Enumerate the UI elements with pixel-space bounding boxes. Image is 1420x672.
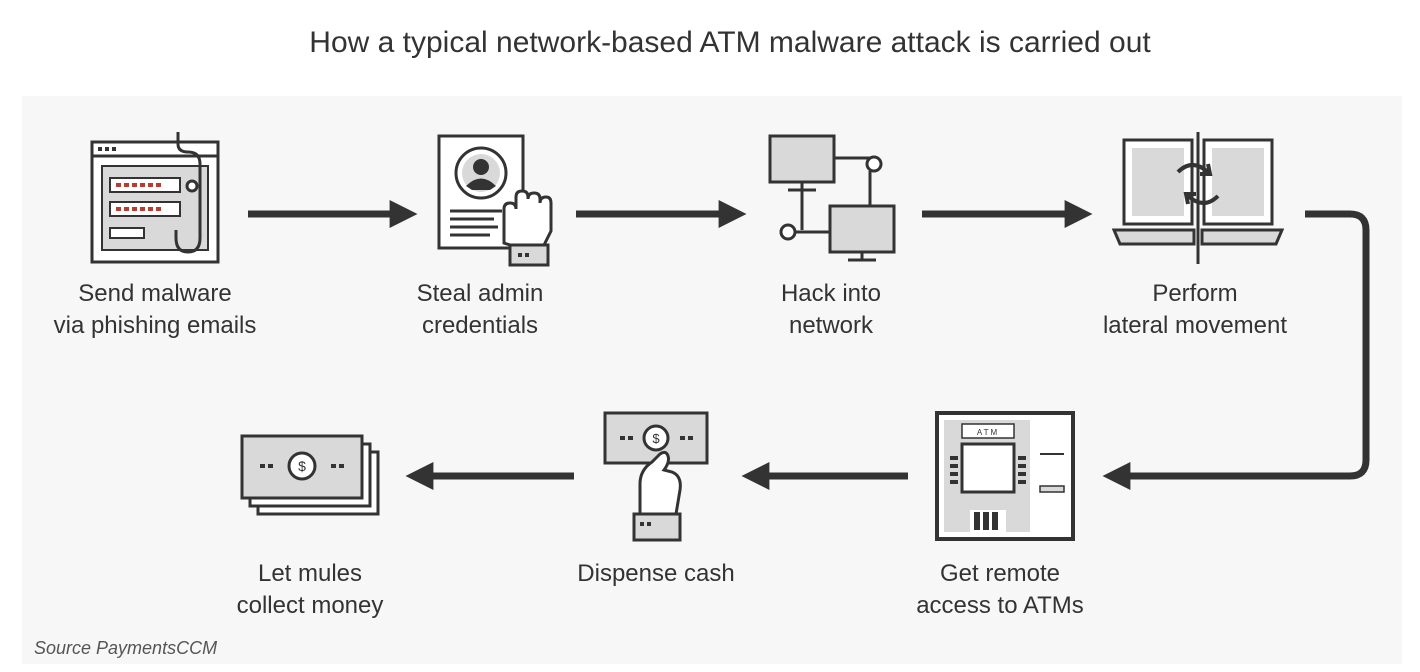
step-3-label-line-2: network [788, 312, 874, 339]
dispense-cash-icon: $ [603, 411, 709, 542]
step-4-label: Perform lateral movement [1075, 278, 1315, 342]
step-4-label-line-1: Perform [1152, 280, 1238, 307]
step-1-label-line-2: via phishing emails [53, 312, 257, 339]
step-1-label: Send malware via phishing emails [35, 278, 275, 342]
arrow-4-to-5 [1102, 210, 1370, 490]
step-7-label: Let mules collect money [200, 558, 420, 622]
step-7-label-line-2: collect money [236, 592, 384, 619]
step-5-label-line-2: access to ATMs [916, 592, 1084, 619]
lateral-movement-icon [1112, 132, 1284, 264]
step-3-label: Hack into network [731, 278, 931, 342]
step-2-label-line-2: credentials [421, 312, 539, 339]
step-2-label-line-1: Steal admin [416, 280, 544, 307]
network-icon [768, 134, 896, 262]
step-6-label: Dispense cash [546, 558, 766, 590]
step-4-label-line-2: lateral movement [1102, 312, 1288, 339]
step-1-label-line-1: Send malware [78, 280, 232, 307]
step-7-label-line-1: Let mules [257, 560, 363, 587]
atm-screen-label: ATM [977, 428, 999, 437]
source-credit: Source PaymentsCCM [34, 638, 218, 658]
phishing-email-icon [90, 132, 220, 264]
money-stack-icon: $ [240, 434, 380, 516]
step-6-label-line-1: Dispense cash [577, 560, 735, 587]
step-5-label-line-1: Get remote [939, 560, 1061, 587]
step-2-label: Steal admin credentials [380, 278, 580, 342]
admin-credentials-icon [437, 134, 553, 267]
step-3-label-line-1: Hack into [780, 280, 882, 307]
step-5-label: Get remote access to ATMs [880, 558, 1120, 622]
diagram-title: How a typical network-based ATM malware … [309, 26, 1151, 59]
cash-currency-symbol: $ [652, 431, 660, 446]
money-currency-symbol: $ [298, 458, 306, 474]
atm-icon: ATM [935, 411, 1075, 541]
